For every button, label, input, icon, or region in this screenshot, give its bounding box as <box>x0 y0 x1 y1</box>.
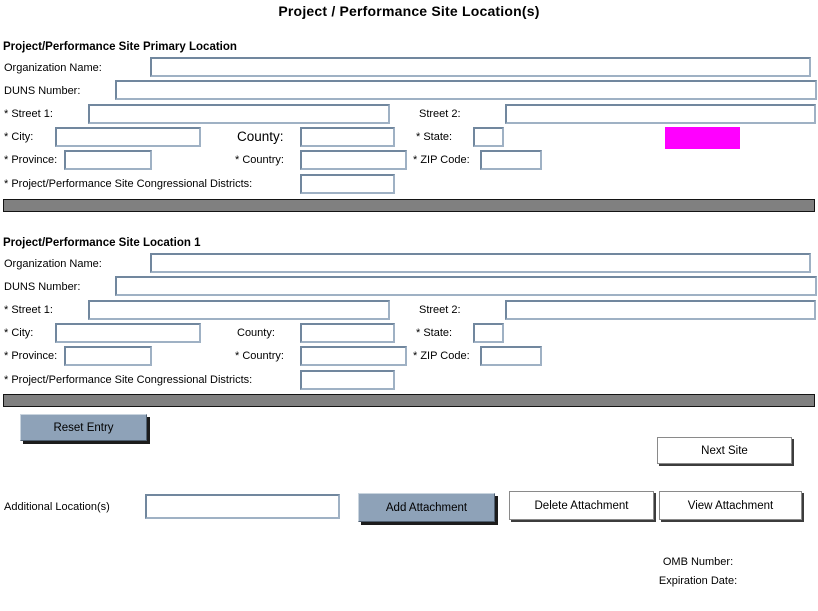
primary-county-label: County: <box>237 129 284 144</box>
primary-city-input[interactable] <box>55 127 201 147</box>
primary-state-input[interactable] <box>473 127 504 147</box>
primary-country-input[interactable] <box>300 150 407 170</box>
loc1-state-input[interactable] <box>473 323 504 343</box>
loc1-zip-input[interactable] <box>480 346 542 366</box>
section-divider-bar <box>3 394 815 407</box>
primary-zip-input[interactable] <box>480 150 542 170</box>
additional-locations-label: Additional Location(s) <box>4 501 110 513</box>
loc1-org-name-input[interactable] <box>150 253 811 273</box>
loc1-province-input[interactable] <box>64 346 152 366</box>
loc1-city-input[interactable] <box>55 323 201 343</box>
primary-districts-label: * Project/Performance Site Congressional… <box>4 178 253 190</box>
view-attachment-button[interactable]: View Attachment <box>659 491 802 520</box>
omb-number-label: OMB Number: <box>662 556 734 568</box>
loc1-province-label: * Province: <box>4 350 58 362</box>
primary-county-input[interactable] <box>300 127 395 147</box>
expiration-date-label: Expiration Date: <box>658 575 738 587</box>
primary-duns-input[interactable] <box>115 80 817 100</box>
loc1-street2-input[interactable] <box>505 300 816 320</box>
add-attachment-button[interactable]: Add Attachment <box>358 493 495 522</box>
loc1-duns-label: DUNS Number: <box>4 281 81 293</box>
primary-duns-label: DUNS Number: <box>4 85 81 97</box>
loc1-country-input[interactable] <box>300 346 407 366</box>
loc1-street2-label: Street 2: <box>419 304 461 316</box>
primary-districts-input[interactable] <box>300 174 395 194</box>
loc1-zip-label: * ZIP Code: <box>413 350 470 362</box>
loc1-state-label: * State: <box>416 327 453 339</box>
highlight-box <box>665 127 740 149</box>
loc1-org-name-label: Organization Name: <box>4 258 102 270</box>
primary-state-label: * State: <box>416 131 453 143</box>
primary-province-label: * Province: <box>4 154 58 166</box>
primary-zip-label: * ZIP Code: <box>413 154 470 166</box>
primary-street1-label: * Street 1: <box>4 108 53 120</box>
primary-province-input[interactable] <box>64 150 152 170</box>
section-divider-bar <box>3 199 815 212</box>
primary-street2-label: Street 2: <box>419 108 461 120</box>
primary-org-name-input[interactable] <box>150 57 811 77</box>
primary-section-heading: Project/Performance Site Primary Locatio… <box>3 41 237 53</box>
loc1-districts-label: * Project/Performance Site Congressional… <box>4 374 253 386</box>
loc1-street1-input[interactable] <box>88 300 390 320</box>
location1-section-heading: Project/Performance Site Location 1 <box>3 237 201 249</box>
loc1-county-label: County: <box>237 327 275 339</box>
reset-entry-button[interactable]: Reset Entry <box>20 414 147 441</box>
primary-org-name-label: Organization Name: <box>4 62 102 74</box>
primary-street2-input[interactable] <box>505 104 816 124</box>
page-title: Project / Performance Site Location(s) <box>278 3 540 19</box>
primary-street1-input[interactable] <box>88 104 390 124</box>
loc1-city-label: * City: <box>4 327 34 339</box>
primary-city-label: * City: <box>4 131 34 143</box>
loc1-street1-label: * Street 1: <box>4 304 53 316</box>
primary-country-label: * Country: <box>235 154 284 166</box>
next-site-button[interactable]: Next Site <box>657 437 792 464</box>
loc1-country-label: * Country: <box>235 350 284 362</box>
loc1-county-input[interactable] <box>300 323 395 343</box>
loc1-duns-input[interactable] <box>115 276 817 296</box>
additional-locations-input[interactable] <box>145 494 340 519</box>
delete-attachment-button[interactable]: Delete Attachment <box>509 491 654 520</box>
loc1-districts-input[interactable] <box>300 370 395 390</box>
